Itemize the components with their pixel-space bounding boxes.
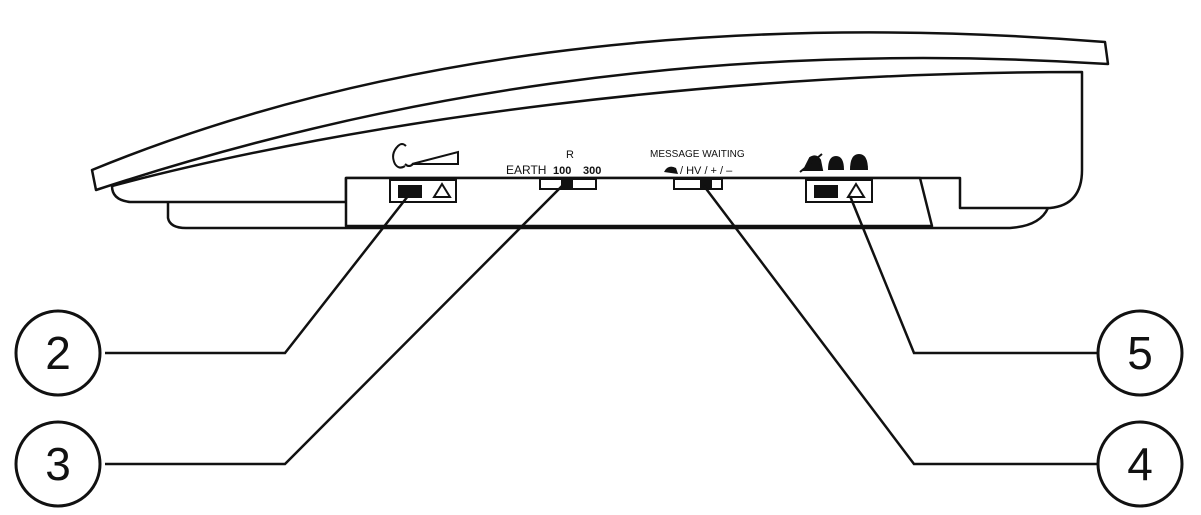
phone-body <box>90 31 1110 230</box>
volume-switch-knob[interactable] <box>398 185 422 198</box>
callout-4-circle <box>1096 420 1184 508</box>
message-waiting-control: MESSAGE WAITING / HV / + / – <box>650 149 745 190</box>
phone-side-body <box>110 70 1084 210</box>
message-waiting-label: MESSAGE WAITING <box>650 149 745 160</box>
earth-label: EARTH <box>506 163 546 177</box>
callout-4-number: 4 <box>1127 438 1153 490</box>
callout-2-circle <box>14 309 102 397</box>
leader-3 <box>105 185 563 466</box>
volume-ramp-icon <box>411 150 459 165</box>
recall-switch-control: R EARTH 100 300 <box>506 149 601 190</box>
callout-3-number: 3 <box>45 438 71 490</box>
ringer-switch-knob[interactable] <box>814 185 838 198</box>
ringer-high-icon <box>850 154 868 170</box>
ringer-off-icon <box>799 153 824 173</box>
leader-4 <box>703 185 1098 466</box>
callout-5: 5 <box>1096 309 1184 397</box>
leader-5 <box>848 195 1098 355</box>
callout-5-number: 5 <box>1127 327 1153 379</box>
mw-switch-knob[interactable] <box>700 179 712 189</box>
control-panel-recess <box>344 176 934 228</box>
callout-2-number: 2 <box>45 327 71 379</box>
callout-leaders <box>105 185 1098 466</box>
callout-2: 2 <box>14 309 102 397</box>
phone-base <box>166 202 1050 230</box>
recall-r-label: R <box>566 149 574 161</box>
mw-switch-frame <box>673 178 723 190</box>
callout-3: 3 <box>14 420 102 508</box>
phone-top-shell <box>90 31 1110 192</box>
lamp-icon <box>664 166 678 174</box>
ringer-low-icon <box>828 156 844 170</box>
callout-4: 4 <box>1096 420 1184 508</box>
volume-up-triangle-icon <box>432 182 452 198</box>
ringer-up-triangle-icon <box>846 182 866 198</box>
recall-300-label: 300 <box>583 165 601 177</box>
message-waiting-modes: / HV / + / – <box>680 165 733 177</box>
ringer-control <box>799 153 873 203</box>
recall-switch-knob[interactable] <box>561 179 573 189</box>
callout-3-circle <box>14 420 102 508</box>
leader-2 <box>105 195 409 355</box>
recall-100-label: 100 <box>553 165 571 177</box>
callout-5-circle <box>1096 309 1184 397</box>
